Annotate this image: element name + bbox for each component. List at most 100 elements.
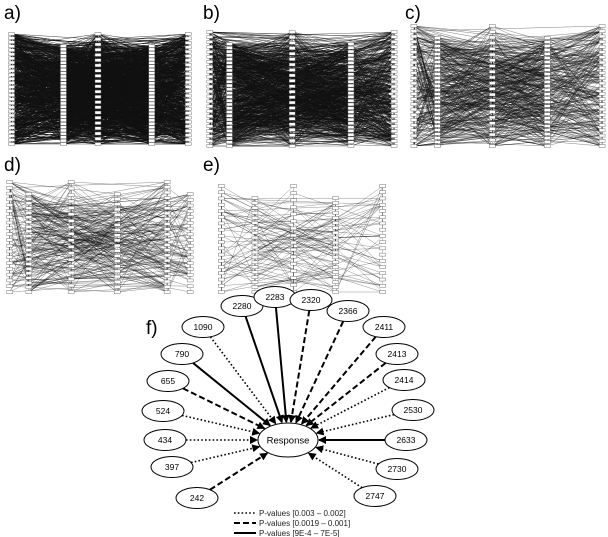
network-node [390, 45, 398, 49]
network-node [347, 95, 355, 99]
network-node [185, 58, 192, 63]
network-node [288, 111, 296, 116]
network-edge [151, 45, 189, 101]
network-node [8, 68, 15, 73]
network-node [226, 53, 233, 58]
network-node [185, 89, 192, 93]
network-node [148, 125, 155, 129]
network-node [226, 136, 233, 141]
network-node [60, 142, 67, 146]
network-node [60, 74, 67, 79]
network-node [347, 129, 355, 133]
network-node [8, 85, 15, 89]
network-node [148, 115, 155, 119]
network-node [94, 105, 102, 110]
network-node [288, 90, 296, 94]
network-node [148, 108, 155, 112]
network-node [226, 121, 233, 126]
network-node [94, 37, 102, 41]
network-node [347, 68, 355, 73]
network-node [288, 57, 296, 61]
network-node [226, 95, 233, 99]
network-node [390, 144, 398, 148]
network-node [390, 40, 398, 44]
network-node [226, 125, 233, 129]
network-node [148, 44, 155, 48]
network-edge [63, 49, 99, 64]
network-node [185, 137, 192, 142]
network-node [185, 63, 192, 67]
network-node [390, 94, 398, 99]
network-node [347, 117, 355, 122]
network-node [390, 99, 398, 104]
network-node [390, 79, 398, 84]
network-edge [11, 139, 64, 145]
network-node [8, 60, 15, 65]
network-node [185, 115, 192, 120]
network-node [390, 104, 398, 109]
panel-label-b: b) [203, 3, 220, 24]
network-node [94, 89, 102, 94]
network-node [8, 73, 15, 77]
panel-label-f: f) [146, 318, 158, 339]
network-node [226, 83, 233, 88]
network-node [347, 53, 355, 58]
network-node [288, 79, 296, 83]
network-panel-a [8, 32, 192, 146]
network-node [185, 85, 192, 89]
network-node [94, 74, 102, 78]
network-edge [11, 37, 99, 66]
network-node [226, 117, 233, 122]
network-node [60, 101, 67, 106]
network-node [148, 88, 155, 92]
network-node [60, 71, 67, 75]
network-node [148, 64, 155, 68]
network-node [148, 71, 155, 75]
network-node [185, 93, 192, 98]
network-edge [97, 44, 152, 53]
network-node [226, 110, 233, 114]
network-node [347, 98, 355, 103]
network-node [148, 142, 155, 146]
network-node [390, 134, 398, 138]
network-node [148, 84, 155, 89]
network-node [60, 91, 67, 96]
network-node [60, 128, 67, 133]
network-node [347, 76, 355, 80]
network-node [288, 106, 296, 110]
network-edge [11, 33, 152, 53]
network-node [94, 53, 102, 57]
network-node [206, 99, 214, 104]
network-node [226, 129, 233, 133]
network-node [206, 104, 214, 109]
network-edge [97, 128, 189, 140]
network-node [206, 94, 214, 99]
network-edge [97, 112, 152, 114]
network-edge [63, 45, 152, 91]
network-node [347, 61, 355, 65]
panel-label-d: d) [4, 155, 21, 176]
network-node [347, 72, 355, 76]
network-node [206, 50, 214, 54]
panel-label-c: c) [405, 3, 421, 24]
network-node [288, 133, 296, 137]
network-node [148, 94, 155, 99]
network-edge [63, 72, 189, 105]
network-node [288, 122, 296, 126]
network-node [60, 132, 67, 136]
network-node [390, 64, 398, 69]
network-node [148, 81, 155, 85]
network-edge [151, 62, 189, 118]
network-node [206, 69, 214, 74]
network-node [8, 32, 15, 36]
network-node [226, 46, 233, 50]
network-edge [151, 33, 189, 57]
network-node [288, 35, 296, 40]
network-node [148, 91, 155, 96]
network-node [390, 69, 398, 74]
network-node [226, 49, 233, 54]
network-node [148, 57, 155, 62]
network-node [185, 98, 192, 102]
network-node [8, 81, 15, 85]
panel-label-a: a) [4, 3, 21, 24]
